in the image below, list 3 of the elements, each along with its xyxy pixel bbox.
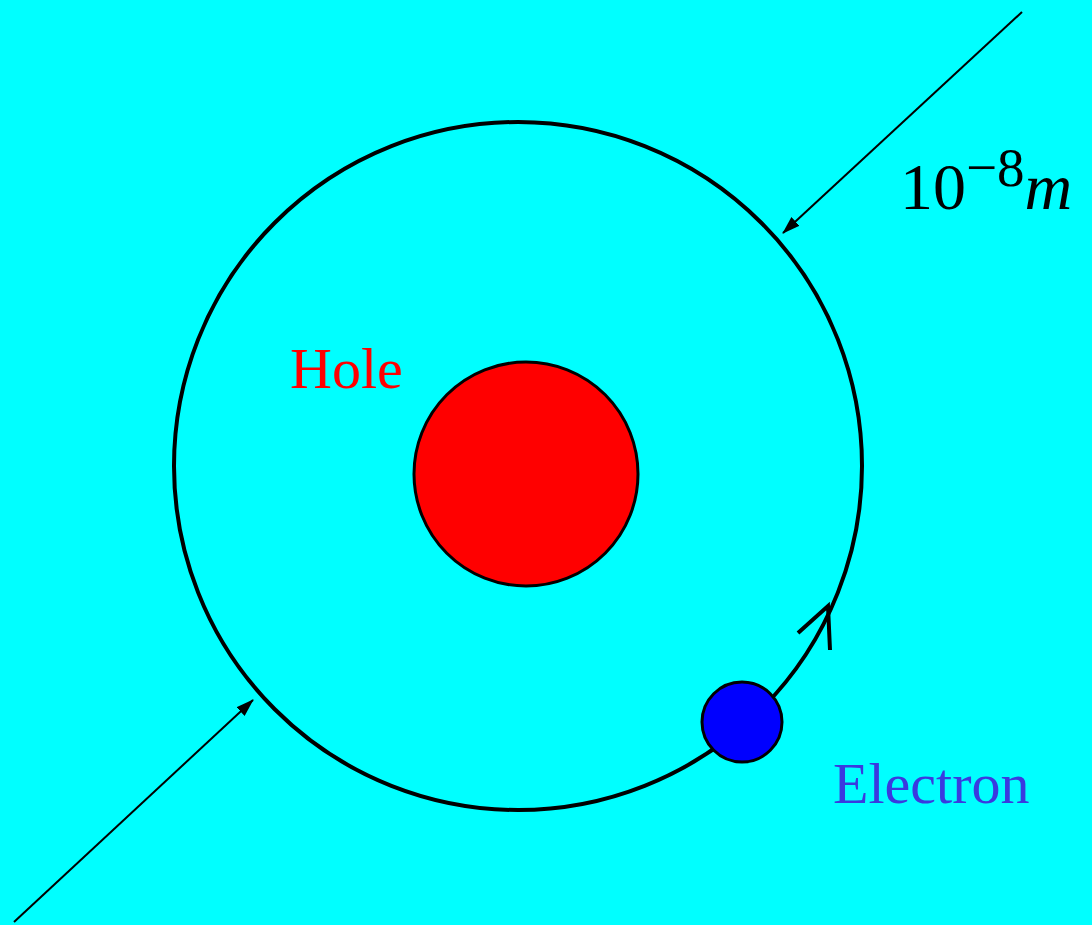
dimension-label: 10$^{−8}$m xyxy=(900,140,1073,220)
electron-label: Electron xyxy=(833,755,1030,813)
hole-label: Hole xyxy=(290,340,403,398)
